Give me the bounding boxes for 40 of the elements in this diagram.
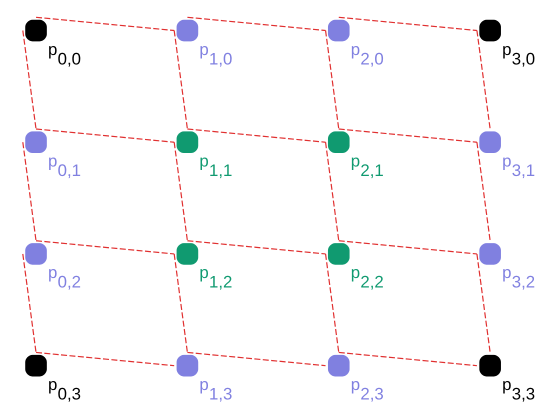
- connector: [324, 142, 340, 241]
- connector: [338, 352, 477, 366]
- connector: [174, 30, 188, 130]
- node-circle: [328, 243, 350, 265]
- connector: [476, 30, 491, 130]
- node-circle: [479, 243, 501, 265]
- node-circle: [176, 131, 198, 154]
- connector: [36, 352, 174, 366]
- connector: [22, 142, 37, 241]
- node-circle: [328, 131, 350, 154]
- connector: [22, 30, 37, 130]
- connector: [324, 254, 340, 353]
- connector: [338, 128, 477, 143]
- connector: [187, 128, 326, 143]
- node-circle: [25, 131, 47, 154]
- connector: [174, 142, 188, 241]
- node-circle: [479, 20, 501, 42]
- connector: [338, 240, 477, 255]
- node-circle: [328, 354, 350, 376]
- node-circle: [176, 354, 198, 376]
- node-circle: [479, 131, 501, 154]
- connector: [187, 352, 326, 366]
- node-circle: [25, 243, 47, 265]
- node-circle: [479, 354, 501, 376]
- node-circle: [25, 354, 47, 376]
- connector: [187, 240, 326, 255]
- connector: [187, 16, 326, 32]
- connector: [476, 254, 491, 353]
- node-circle: [176, 243, 198, 265]
- connector: [476, 142, 491, 241]
- connector: [22, 254, 37, 353]
- node-circle: [25, 20, 47, 42]
- connector: [36, 16, 174, 32]
- connector: [36, 128, 174, 143]
- connector: [36, 240, 174, 255]
- node-circle: [328, 20, 350, 42]
- connector: [324, 30, 340, 130]
- node-circle: [176, 20, 198, 42]
- connector: [174, 254, 188, 353]
- connector: [338, 16, 477, 32]
